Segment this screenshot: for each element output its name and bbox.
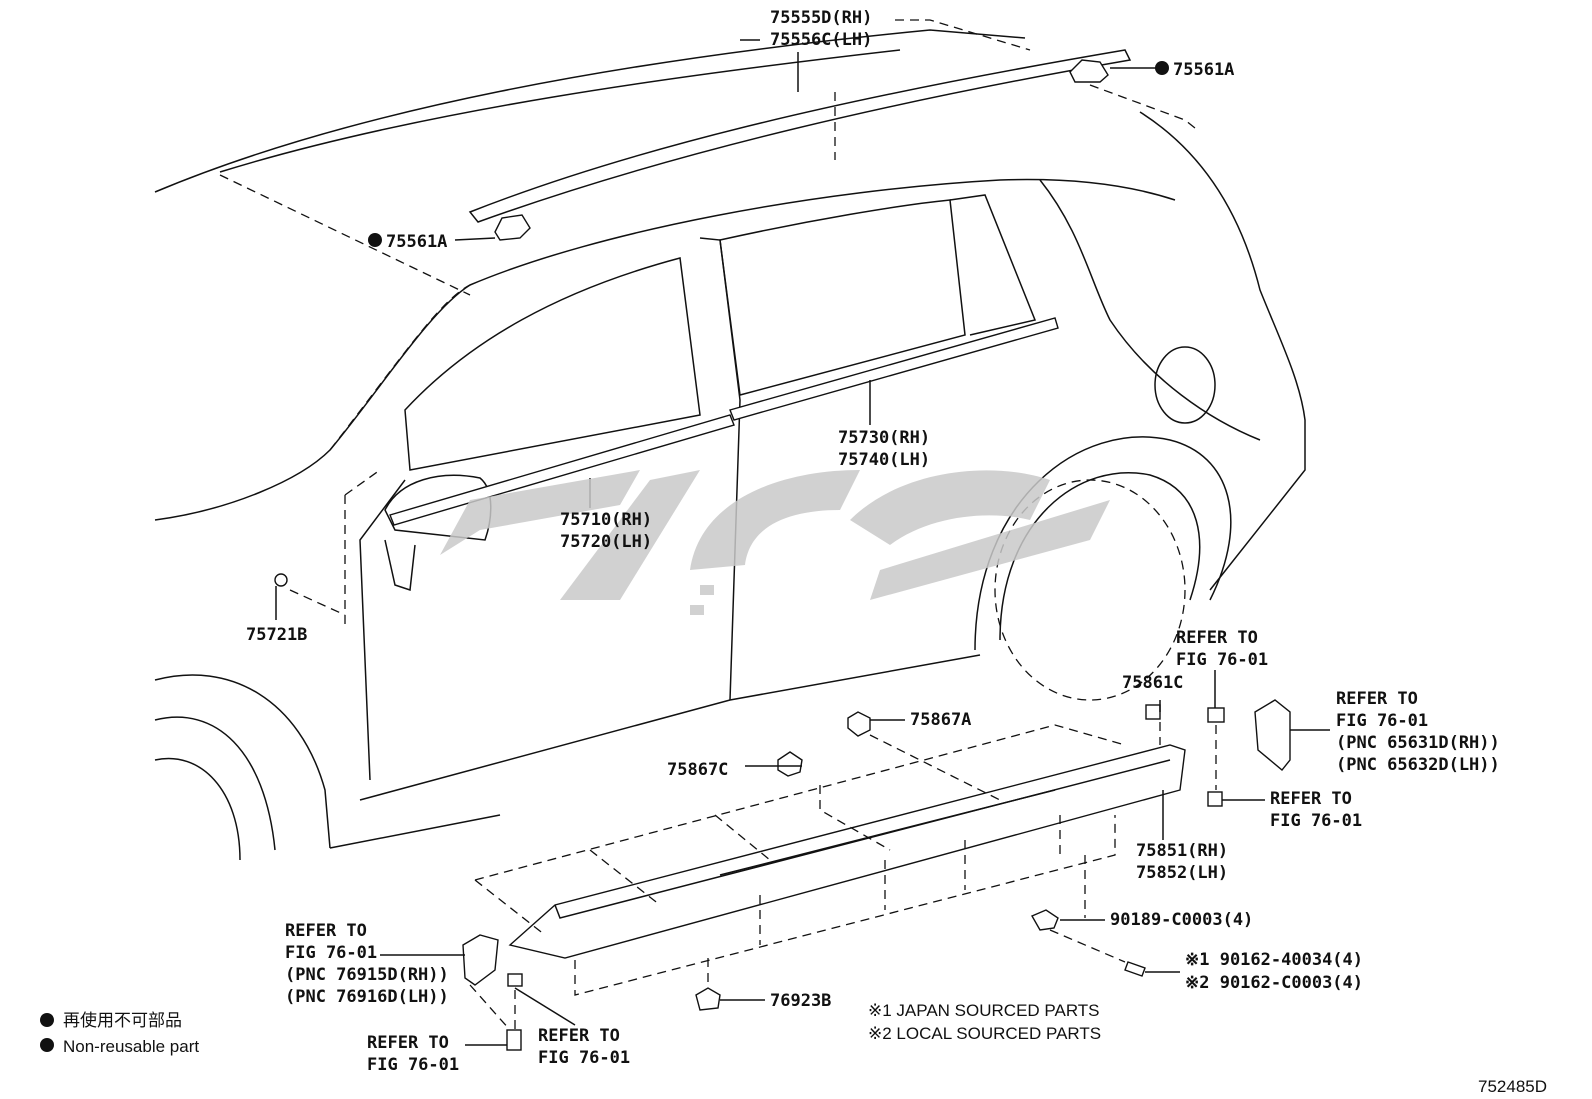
- small-parts: [274, 59, 1291, 1051]
- leader-lines: [275, 19, 1330, 1046]
- ref-bracket-right-line4: (PNC 65632D(LH)): [1336, 755, 1500, 775]
- label-75556c: 75556C(LH): [770, 30, 872, 50]
- label-76923b: 76923B: [770, 991, 831, 1011]
- label-75721b: 75721B: [246, 625, 307, 645]
- ref-nut-bottom-line2: FIG 76-01: [538, 1048, 630, 1068]
- label-90162-c0003: ※2 90162-C0003(4): [1185, 973, 1363, 993]
- legend-item-jp: 再使用不可部品: [63, 1010, 182, 1030]
- ref-bracket-left-line3: (PNC 76915D(RH)): [285, 965, 449, 985]
- ref-bracket-left-line2: FIG 76-01: [285, 943, 377, 963]
- ref-bolt-bottom-line2: FIG 76-01: [367, 1055, 459, 1075]
- ref-bracket-right-line3: (PNC 65631D(RH)): [1336, 733, 1500, 753]
- ref-bracket-left-line4: (PNC 76916D(LH)): [285, 987, 449, 1007]
- label-90162-40034: ※1 90162-40034(4): [1185, 950, 1363, 970]
- label-75852: 75852(LH): [1136, 863, 1228, 883]
- ref-bracket-right-line1: REFER TO: [1336, 689, 1418, 709]
- label-75851: 75851(RH): [1136, 841, 1228, 861]
- label-75740: 75740(LH): [838, 450, 930, 470]
- rocker-panel: [474, 724, 1186, 996]
- legend-dot-icon: [40, 1038, 54, 1052]
- non-reusable-dot-icon: [1155, 61, 1169, 75]
- label-75867c: 75867C: [667, 760, 728, 780]
- belt-moldings: [389, 317, 1059, 526]
- ref-bracket-left-line1: REFER TO: [285, 921, 367, 941]
- label-75867a: 75867A: [910, 710, 971, 730]
- label-75710: 75710(RH): [560, 510, 652, 530]
- ref-bolt-bottom-line1: REFER TO: [367, 1033, 449, 1053]
- car-body: [154, 29, 1306, 861]
- ref-bracket-right-line2: FIG 76-01: [1336, 711, 1428, 731]
- part-labels: 75555D(RH) 75556C(LH) 75561A 75561A 7573…: [246, 8, 1547, 1096]
- watermark-logo: [440, 470, 1110, 615]
- diagram-id: 752485D: [1478, 1077, 1547, 1096]
- legend: 再使用不可部品 Non-reusable part: [40, 1010, 199, 1056]
- label-75561a-left: 75561A: [386, 232, 447, 252]
- ref-bolt-right-line1: REFER TO: [1270, 789, 1352, 809]
- note-local-sourced: ※2 LOCAL SOURCED PARTS: [868, 1024, 1101, 1043]
- label-75720: 75720(LH): [560, 532, 652, 552]
- label-75730: 75730(RH): [838, 428, 930, 448]
- label-75861c: 75861C: [1122, 673, 1183, 693]
- ref-top-right-line1: REFER TO: [1176, 628, 1258, 648]
- label-90189: 90189-C0003(4): [1110, 910, 1253, 930]
- legend-item-en: Non-reusable part: [63, 1037, 199, 1056]
- label-75561a-right: 75561A: [1173, 60, 1234, 80]
- label-75555d: 75555D(RH): [770, 8, 872, 28]
- note-japan-sourced: ※1 JAPAN SOURCED PARTS: [868, 1001, 1100, 1020]
- ref-top-right-line2: FIG 76-01: [1176, 650, 1268, 670]
- legend-dot-icon: [40, 1013, 54, 1027]
- ref-bolt-right-line2: FIG 76-01: [1270, 811, 1362, 831]
- non-reusable-dot-icon: [368, 233, 382, 247]
- ref-nut-bottom-line1: REFER TO: [538, 1026, 620, 1046]
